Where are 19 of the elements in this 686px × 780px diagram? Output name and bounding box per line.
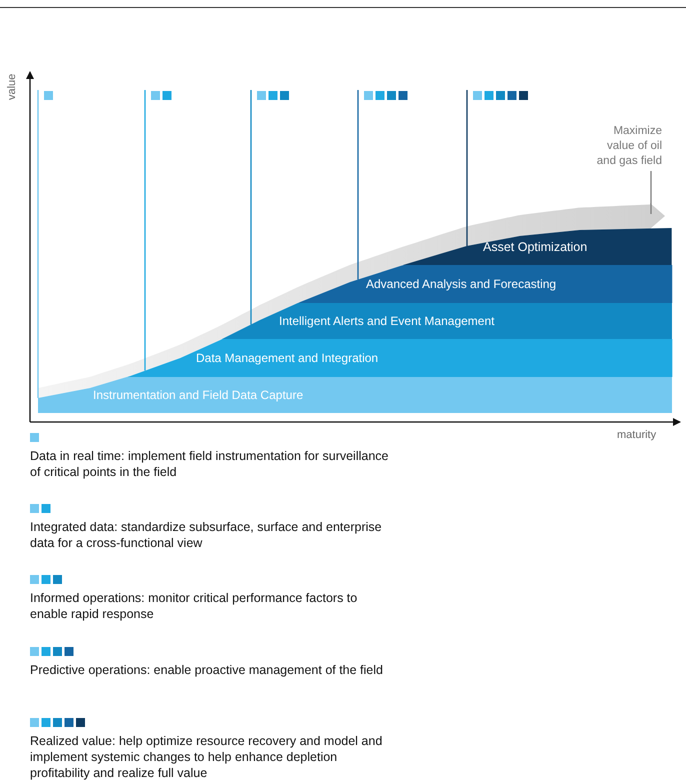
band-label: Instrumentation and Field Data Capture — [93, 388, 304, 402]
legend-text: Predictive operations: enable proactive management of the field — [30, 662, 384, 678]
band-label: Data Management and Integration — [196, 351, 378, 365]
maturity-band — [298, 265, 672, 303]
axis-label: maturity — [617, 429, 656, 441]
band-label: Advanced Analysis and Forecasting — [366, 277, 556, 291]
axis-label: value — [6, 74, 18, 100]
maturity-band — [403, 228, 672, 265]
legend-text: Data in real time: implement field instrumentation for surveillance of critical points in the field — [30, 448, 390, 480]
maturity-band — [222, 303, 672, 339]
legend-text: Integrated data: standardize subsurface, surface and enterprise data for a cross-functional view — [30, 519, 383, 551]
band-label: Asset Optimization — [482, 240, 588, 254]
maturity-band — [38, 377, 672, 413]
band-label: Intelligent Alerts and Event Management — [279, 314, 494, 328]
callout-text: Maximize value of oil and gas field — [592, 124, 662, 169]
legend-text: Realized value: help optimize resource recovery and model and implement systemic changes to help enhance depletion profitability and realize full value — [30, 733, 384, 780]
legend-text: Informed operations: monitor critical performance factors to enable rapid response — [30, 590, 358, 622]
leader-line — [650, 171, 652, 214]
maturity-band — [126, 339, 672, 377]
